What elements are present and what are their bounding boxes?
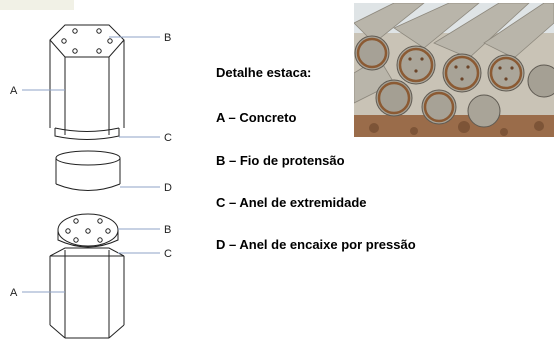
upper-pile-segment (49, 24, 125, 140)
press-fit-ring (55, 150, 121, 191)
legend-title: Detalhe estaca: (216, 65, 312, 80)
corner-patch (0, 0, 74, 10)
label-bottom-c: C (164, 248, 172, 260)
lower-pile-segment (49, 213, 125, 339)
legend-item-c: C – Anel de extremidade (216, 195, 367, 210)
label-bottom-a: A (10, 287, 18, 299)
label-top-c: C (164, 132, 172, 144)
label-top-a: A (10, 85, 18, 97)
upper-prestress-wires (61, 28, 113, 54)
legend-item-b: B – Fio de protensão (216, 153, 345, 168)
legend-item-a: A – Concreto (216, 110, 297, 125)
concrete-piles-photo (354, 3, 554, 137)
lower-prestress-wires (65, 218, 111, 243)
label-bottom-b: B (164, 224, 171, 236)
legend-item-d: D – Anel de encaixe por pressão (216, 237, 416, 252)
label-ring-d: D (164, 182, 172, 194)
label-top-b: B (164, 32, 171, 44)
